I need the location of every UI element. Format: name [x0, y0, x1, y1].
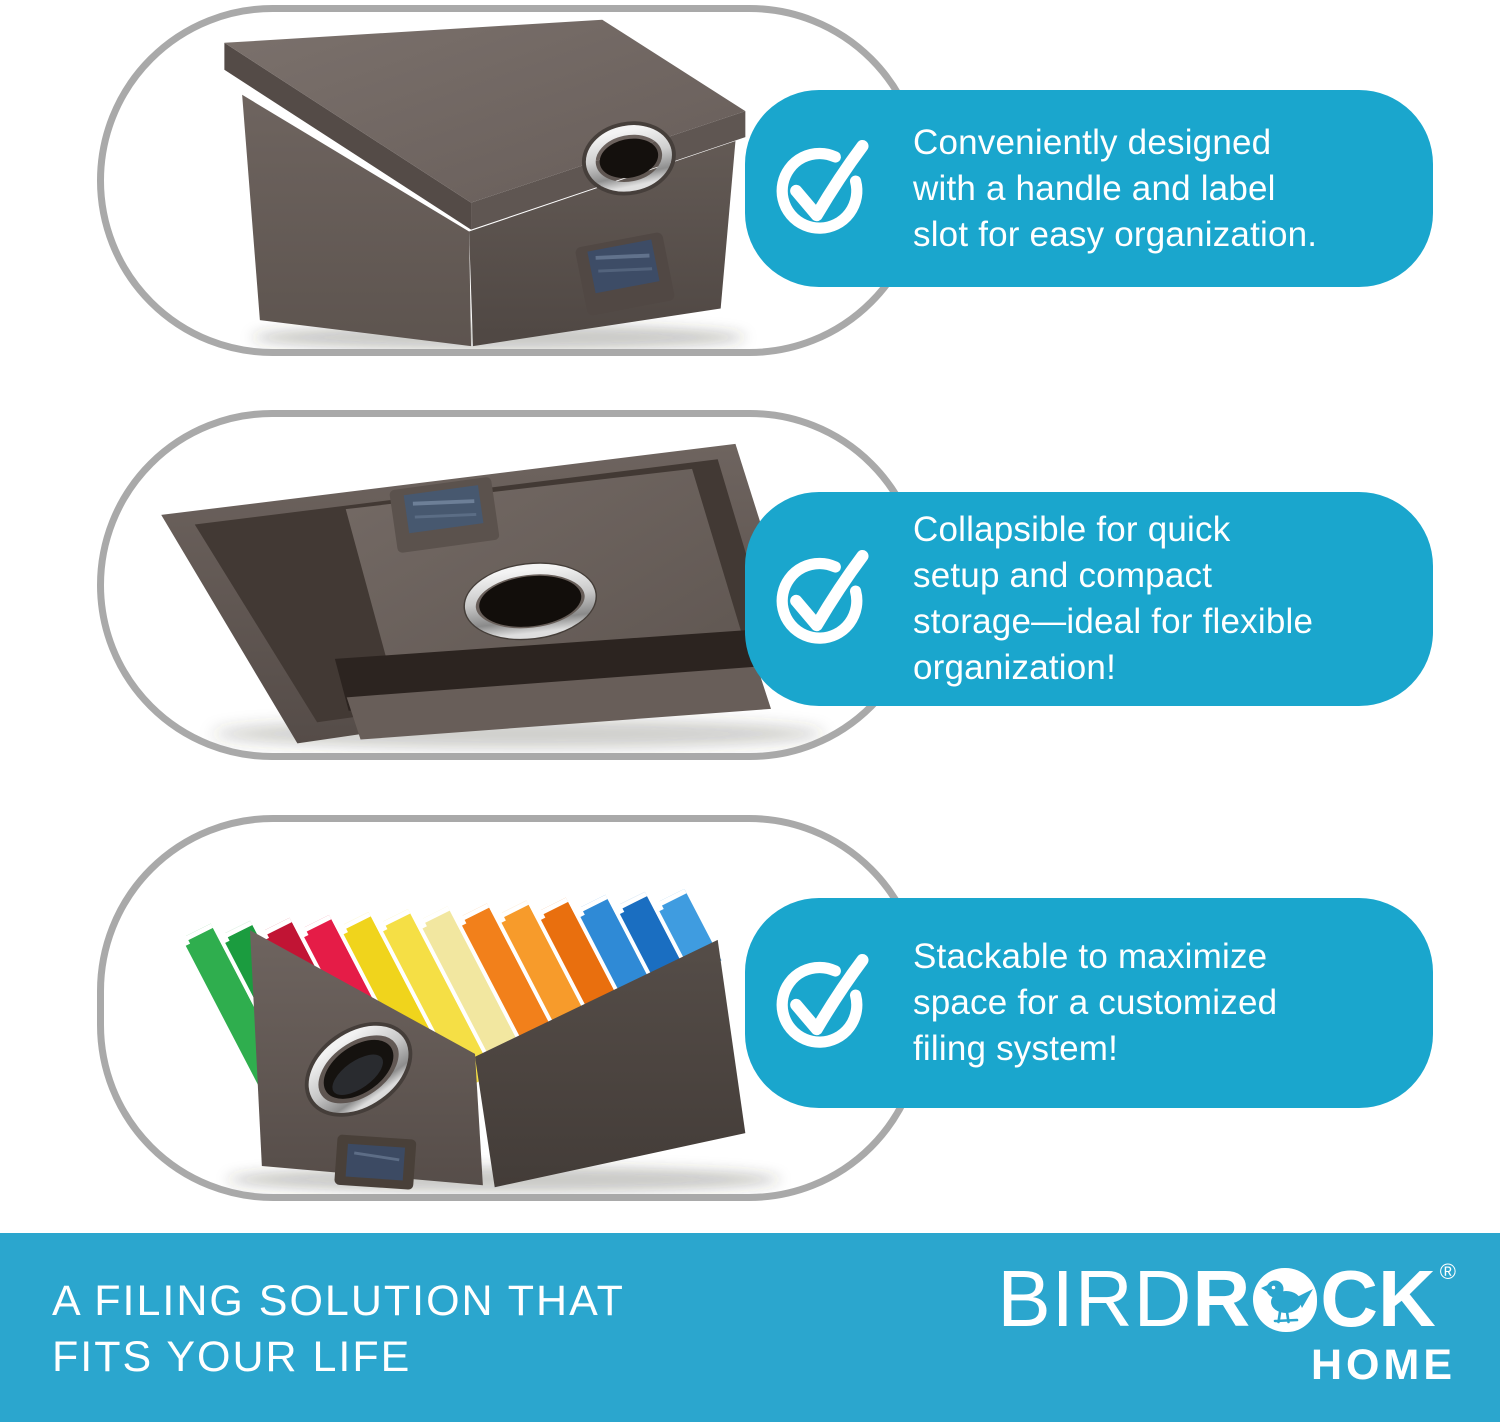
chrome-handle — [581, 121, 676, 196]
brand-part-ck: CK — [1320, 1254, 1436, 1343]
tagline: A FILING SOLUTION THAT FITS YOUR LIFE — [52, 1273, 625, 1385]
tagline-line: FITS YOUR LIFE — [52, 1333, 412, 1381]
front-fabric-lip — [346, 666, 771, 740]
feature-bubble-stackable: Stackable to maximize space for a custom… — [745, 898, 1433, 1108]
feature-line: with a handle and label — [913, 168, 1276, 208]
tagline-line: A FILING SOLUTION THAT — [52, 1277, 625, 1325]
feature-text: Conveniently designed with a handle and … — [913, 120, 1317, 258]
feature-line: Collapsible for quick — [913, 510, 1231, 549]
bird-silhouette — [1261, 1280, 1314, 1324]
label-slot — [575, 232, 675, 316]
box-right-face — [474, 939, 746, 1188]
brand-sub-home: HOME — [1311, 1341, 1456, 1389]
feature-text: Stackable to maximize space for a custom… — [913, 934, 1277, 1072]
feature-line: organization! — [913, 648, 1117, 687]
check-circle-icon — [776, 139, 869, 234]
feature-line: storage—ideal for flexible — [913, 602, 1314, 641]
lid-top — [224, 19, 746, 203]
label-slot — [389, 477, 500, 553]
chrome-handle — [463, 562, 598, 641]
feature-bubble-handle-label: Conveniently designed with a handle and … — [745, 90, 1433, 287]
feature-line: slot for easy organization. — [913, 214, 1318, 254]
feature-line: setup and compact — [913, 556, 1213, 595]
feature-line: filing system! — [913, 1029, 1119, 1068]
feature-text: Collapsible for quick setup and compact … — [913, 507, 1313, 691]
bird-eye — [1271, 1285, 1276, 1290]
open-box-files-photo — [179, 888, 780, 1193]
label-slot — [334, 1134, 417, 1190]
photo-capsule-collapsed-box — [97, 410, 925, 760]
photo-capsule-files-box — [97, 815, 925, 1201]
closed-box-photo — [224, 19, 746, 349]
brand-part-r: R — [1192, 1254, 1251, 1343]
feature-bubble-collapsible: Collapsible for quick setup and compact … — [745, 492, 1433, 706]
feature-line: Conveniently designed — [913, 122, 1272, 162]
brand-part-bird: BIRD — [997, 1254, 1193, 1343]
registered-trademark: ® — [1439, 1259, 1456, 1284]
chrome-handle — [304, 1022, 413, 1117]
check-circle-icon — [776, 954, 869, 1048]
box-front-face — [242, 94, 472, 347]
lid-rim-left — [224, 42, 472, 230]
collapsed-box-photo — [161, 443, 825, 749]
feature-line: space for a customized — [913, 983, 1278, 1022]
brand-banner: A FILING SOLUTION THAT FITS YOUR LIFE BI… — [0, 1233, 1500, 1422]
check-circle-icon — [776, 550, 869, 644]
feature-line: Stackable to maximize — [913, 937, 1268, 976]
bird-logo-icon — [1253, 1268, 1318, 1332]
